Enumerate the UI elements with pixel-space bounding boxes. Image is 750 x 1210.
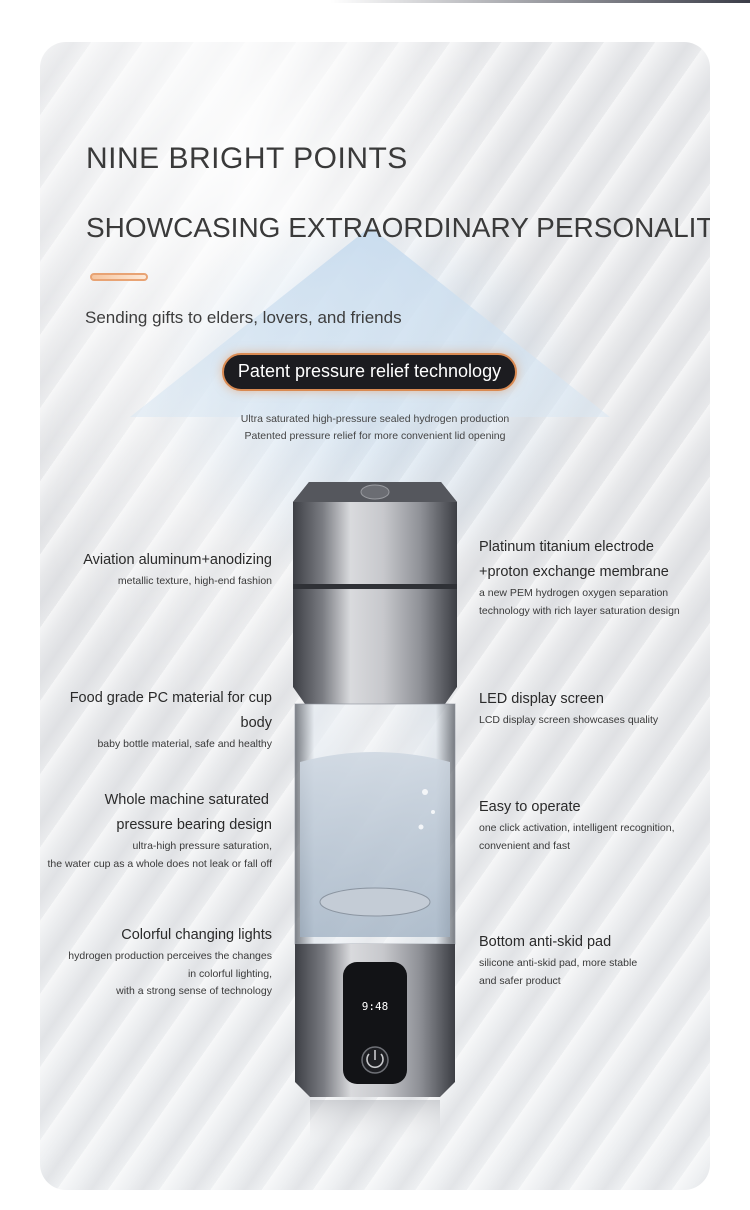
feature-desc: baby bottle material, safe and healthy	[97, 738, 272, 750]
feature-desc: and safer product	[479, 974, 561, 987]
feature-desc: hydrogen production perceives the change…	[68, 950, 272, 962]
feature-panel: NINE BRIGHT POINTS SHOWCASING EXTRAORDIN…	[40, 42, 710, 1190]
feature-title: Bottom anti-skid pad	[479, 934, 612, 950]
feature-title-line2: pressure bearing design	[116, 817, 272, 833]
display-time-text: 9:48	[362, 1000, 389, 1013]
feature-desc: LCD display screen showcases quality	[479, 714, 659, 726]
top-divider-line	[330, 0, 750, 3]
feature-desc: convenient and fast	[479, 839, 571, 852]
accent-bar	[90, 273, 148, 281]
feature-lights: Colorful changing lights hydrogen produc…	[68, 923, 272, 1001]
feature-desc: ultra-high pressure saturation,	[132, 840, 273, 852]
feature-electrode: Platinum titanium electrode +proton exch…	[479, 535, 680, 620]
feature-title: Whole machine saturated	[104, 792, 269, 808]
patent-desc-line2: Patented pressure relief for more conven…	[244, 430, 506, 442]
patent-badge: Patent pressure relief technology	[222, 353, 517, 391]
feature-desc: silicone anti-skid pad, more stable	[479, 957, 638, 969]
power-icon	[361, 1046, 389, 1074]
feature-desc: the water cup as a whole does not leak o…	[47, 857, 272, 870]
feature-title: Food grade PC material for cup body	[69, 690, 272, 731]
feature-desc: one click activation, intelligent recogn…	[479, 822, 675, 834]
feature-title-line2: +proton exchange membrane	[479, 564, 669, 580]
feature-display: LED display screen LCD display screen sh…	[479, 687, 658, 730]
feature-operate: Easy to operate one click activation, in…	[479, 795, 675, 855]
feature-antiskid: Bottom anti-skid pad silicone anti-skid …	[479, 930, 637, 990]
feature-aluminum: Aviation aluminum+anodizing metallic tex…	[83, 548, 272, 591]
feature-title: Colorful changing lights	[121, 927, 272, 943]
feature-title: Easy to operate	[479, 799, 581, 815]
feature-pc-material: Food grade PC material for cup body baby…	[40, 686, 272, 754]
tagline: Sending gifts to elders, lovers, and fri…	[85, 308, 402, 327]
feature-desc: metallic texture, high-end fashion	[117, 575, 272, 587]
feature-desc: with a strong sense of technology	[116, 985, 272, 997]
patent-desc-line1: Ultra saturated high-pressure sealed hyd…	[240, 413, 510, 425]
feature-desc: in colorful lighting,	[187, 967, 272, 980]
feature-desc: technology with rich layer saturation de…	[479, 604, 680, 617]
feature-title: Aviation aluminum+anodizing	[83, 552, 272, 568]
page-title: NINE BRIGHT POINTS	[86, 142, 408, 175]
feature-pressure-design: Whole machine saturated pressure bearing…	[47, 788, 272, 873]
hydrogen-water-bottle: 9:48	[293, 482, 457, 1152]
feature-desc: a new PEM hydrogen oxygen separation	[479, 587, 669, 599]
page-subtitle: SHOWCASING EXTRAORDINARY PERSONALITY	[86, 212, 710, 243]
feature-title: Platinum titanium electrode	[479, 539, 654, 555]
feature-title: LED display screen	[479, 691, 604, 707]
